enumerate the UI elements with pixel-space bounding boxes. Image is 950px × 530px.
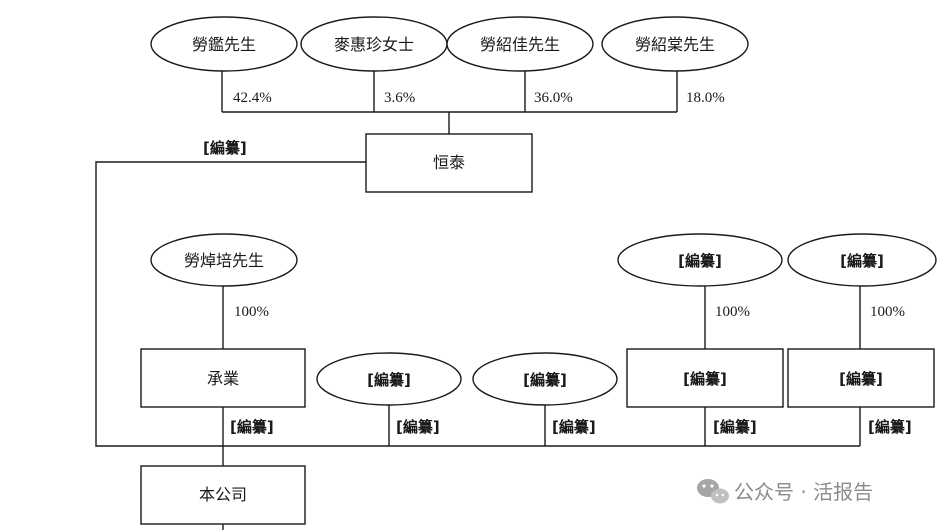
redacted-oval-1-label: [編纂] bbox=[396, 418, 440, 436]
top-right-oval-1: [編纂] bbox=[617, 233, 783, 287]
top-right-percent-2: 100% bbox=[870, 304, 905, 320]
top-right-oval-2: [編纂] bbox=[787, 233, 937, 287]
hengtai-redacted-label: [編纂] bbox=[203, 139, 247, 157]
wechat-icon bbox=[697, 479, 729, 504]
shareholder-percent-3: 36.0% bbox=[534, 90, 573, 106]
shareholder-oval-3: 勞紹佳先生 bbox=[446, 16, 594, 72]
shareholder-oval-4: 勞紹棠先生 bbox=[601, 16, 749, 72]
right-box-1: [編纂] bbox=[626, 348, 784, 408]
right-box-2: [編纂] bbox=[787, 348, 935, 408]
hengtai-box: 恒泰 bbox=[365, 133, 533, 193]
shareholder-name-2: 麥惠珍女士 bbox=[334, 35, 414, 54]
top-right-oval-2-text: [編纂] bbox=[840, 252, 884, 270]
shareholder-percent-4: 18.0% bbox=[686, 90, 725, 106]
shareholder-name-1: 勞鑑先生 bbox=[192, 35, 256, 54]
shareholder-name-3: 勞紹佳先生 bbox=[480, 35, 560, 54]
lao-zhuopei-name: 勞焯培先生 bbox=[184, 251, 264, 270]
lao-zhuopei-oval: 勞焯培先生 bbox=[150, 233, 298, 287]
right-box-1-label: [編纂] bbox=[713, 418, 757, 436]
shareholder-percent-2: 3.6% bbox=[384, 90, 415, 106]
shareholder-percent-1: 42.4% bbox=[233, 90, 272, 106]
shareholder-name-4: 勞紹棠先生 bbox=[635, 35, 715, 54]
shareholder-oval-1: 勞鑑先生 bbox=[150, 16, 298, 72]
company-name: 本公司 bbox=[199, 485, 247, 504]
shareholder-oval-2: 麥惠珍女士 bbox=[300, 16, 448, 72]
redacted-oval-1: [編纂] bbox=[316, 352, 462, 406]
connector-lines bbox=[95, 70, 861, 530]
chengye-name: 承業 bbox=[207, 369, 239, 388]
top-right-percent-1: 100% bbox=[715, 304, 750, 320]
right-box-1-text: [編纂] bbox=[683, 370, 727, 388]
right-box-2-label: [編纂] bbox=[868, 418, 912, 436]
watermark-text: 公众号 · 活报告 bbox=[734, 480, 873, 504]
top-right-oval-1-text: [編纂] bbox=[678, 252, 722, 270]
lao-zhuopei-percent: 100% bbox=[234, 304, 269, 320]
chengye-redacted-label: [編纂] bbox=[230, 418, 274, 436]
redacted-oval-2: [編纂] bbox=[472, 352, 618, 406]
redacted-oval-2-text: [編纂] bbox=[523, 371, 567, 389]
chengye-box: 承業 bbox=[140, 348, 306, 408]
redacted-oval-1-text: [編纂] bbox=[367, 371, 411, 389]
hengtai-name: 恒泰 bbox=[433, 153, 465, 172]
redacted-oval-2-label: [編纂] bbox=[552, 418, 596, 436]
wechat-watermark: 公众号 · 活报告 bbox=[697, 479, 873, 504]
right-box-2-text: [編纂] bbox=[839, 370, 883, 388]
company-box: 本公司 bbox=[140, 465, 306, 525]
